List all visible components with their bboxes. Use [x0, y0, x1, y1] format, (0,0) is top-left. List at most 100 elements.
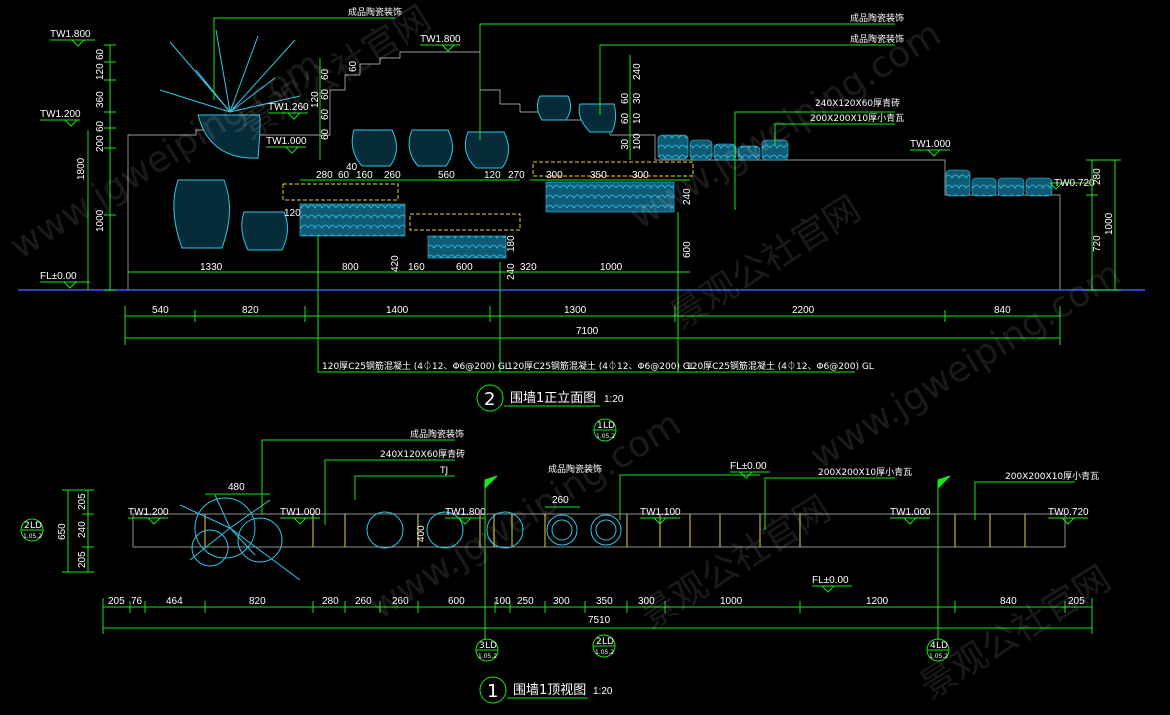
section-mark-num: 3: [479, 641, 485, 651]
watermark-text: www.jgweiping.com: [623, 13, 948, 237]
ceramic-jars: [173, 95, 617, 251]
callout-label: 200X200X10厚小青瓦: [818, 466, 912, 478]
callout-label: 240X120X60厚青砖: [380, 448, 465, 460]
dim-text: 600: [448, 596, 465, 607]
dim-text: 720: [1092, 235, 1103, 252]
elevation-beam-notes: 120厚C25钢筋混凝土 (4⏀12、Φ6@200) GL 120厚C25钢筋混…: [317, 212, 874, 373]
plan-level-markers: TW1.200 TW1.000 TW1.800 TW1.100 TW1.000 …: [128, 461, 1089, 593]
dim-text: 1330: [200, 262, 223, 273]
section-mark: 2 LD 1.05.2: [592, 634, 616, 658]
callout-label: 成品陶瓷装饰: [410, 428, 464, 440]
view-number: 1: [487, 681, 498, 702]
dim-text: 400: [416, 525, 427, 542]
dim-text: 60: [320, 108, 331, 120]
dim-text: 60: [95, 48, 106, 60]
callout-label: 240X120X60厚青砖: [815, 97, 900, 109]
section-mark-ref: LD: [602, 637, 614, 647]
dim-text: 300: [553, 596, 570, 607]
beam-note: 120厚C25钢筋混凝土 (4⏀12、Φ6@200) GL: [686, 360, 874, 372]
dim-text: 1200: [866, 596, 889, 607]
section-mark: 1 LD 1.05.2: [593, 418, 617, 442]
dim-text: 160: [408, 262, 425, 273]
dim-text: 200: [95, 135, 106, 152]
elevation-bottom-inner-dims: 1330 800 600 320 1000: [128, 262, 690, 273]
section-mark-sheet: 1.05.2: [478, 653, 497, 660]
plan-title: 1 围墙1顶视图 1:20: [479, 676, 613, 704]
dim-text: 240: [506, 263, 517, 280]
dim-text: 464: [166, 596, 183, 607]
section-mark-num: 2: [596, 637, 602, 647]
elevation-stair-dims: 60 60 60 120 60 60 240 60 30 60 10 100 3…: [310, 55, 643, 160]
dim-text: 600: [682, 241, 693, 258]
dim-text: 350: [590, 170, 607, 181]
dim-text: 280: [322, 596, 339, 607]
dim-text: 205: [108, 596, 125, 607]
dim-text: 1400: [386, 305, 409, 316]
plan-plant-icon: [179, 494, 301, 581]
dim-text: 420: [390, 255, 401, 272]
dim-text: 100: [494, 596, 511, 607]
water-panel-1: [299, 203, 406, 237]
callout-label: 成品陶瓷装饰: [548, 463, 602, 475]
watermark-text: 景观公社官网: [913, 558, 1118, 707]
dim-text: 820: [249, 596, 266, 607]
level-label: TW1.800: [445, 507, 486, 518]
beam-note: 120厚C25钢筋混凝土 (4⏀12、Φ6@200) GL: [322, 360, 510, 372]
callout-label: TJ: [439, 466, 448, 476]
dim-text-total: 7100: [576, 326, 599, 337]
dim-text: 800: [342, 262, 359, 273]
dim-text: 205: [77, 551, 88, 568]
plan-jar-circles: [191, 497, 622, 567]
dim-text: 600: [456, 262, 473, 273]
plant-decoration-icon: [159, 29, 301, 113]
dim-text: 60: [320, 68, 331, 80]
level-label: TW1.800: [50, 29, 91, 40]
dim-text: 60: [320, 88, 331, 100]
section-mark: 3 LD 1.05.2: [475, 638, 499, 662]
section-mark-ref: LD: [603, 421, 615, 431]
section-mark-num: 1: [597, 421, 603, 431]
dim-text-total: 7510: [588, 615, 611, 626]
dim-text: 350: [596, 596, 613, 607]
dim-text: 76: [131, 596, 143, 607]
elevation-callouts: 成品陶瓷装饰 成品陶瓷装饰 成品陶瓷装饰 240X120X60厚青砖 200X2…: [213, 6, 904, 210]
section-mark-sheet: 1.05.2: [596, 433, 615, 440]
section-mark-sheet: 1.05.2: [595, 649, 614, 656]
plan-section-lines: [484, 475, 951, 640]
dim-text: 60: [320, 128, 331, 140]
view-title: 围墙1顶视图: [513, 683, 586, 698]
dim-text: 560: [438, 170, 455, 181]
dim-text: 240: [77, 521, 88, 538]
level-label: TW1.260: [268, 102, 309, 113]
plan-wall-outline: [132, 513, 1066, 548]
level-label: TW0.720: [1048, 507, 1089, 518]
dim-text: 260: [384, 170, 401, 181]
water-panel-2: [427, 235, 507, 259]
dim-text: 1000: [95, 209, 106, 232]
level-label: TW1.200: [40, 109, 81, 120]
dim-text: 60: [620, 92, 631, 104]
callout-label: 200X200X10厚小青瓦: [810, 112, 904, 124]
dim-text: 650: [57, 523, 68, 540]
section-mark-ref: LD: [30, 521, 42, 531]
level-label: TW0.720: [1054, 178, 1095, 189]
section-mark-ref: LD: [485, 641, 497, 651]
dim-text: 300: [638, 596, 655, 607]
level-label: TW1.000: [890, 507, 931, 518]
dim-text: 120: [484, 170, 501, 181]
level-label: TW1.800: [420, 34, 461, 45]
elevation-left-dims: 60 120 360 200 60 1800 1000: [76, 44, 116, 291]
beam-note: 120厚C25钢筋混凝土 (4⏀12、Φ6@200) GL: [507, 360, 695, 372]
dim-text: 320: [520, 262, 537, 273]
level-label: FL±0.00: [812, 575, 849, 586]
dim-text: 40: [346, 162, 358, 173]
plan-view: TW1.200 TW1.000 TW1.800 TW1.100 TW1.000 …: [57, 428, 1099, 704]
section-mark-sheet: 1.05.2: [929, 653, 948, 660]
beam-3: [532, 161, 694, 177]
dim-text: 360: [95, 91, 106, 108]
dim-text: 60: [620, 112, 631, 124]
dim-text: 2200: [792, 305, 815, 316]
dim-text: 280: [316, 170, 333, 181]
section-mark: 4 LD 1.05.2: [926, 638, 950, 662]
section-mark-num: 2: [24, 521, 30, 531]
